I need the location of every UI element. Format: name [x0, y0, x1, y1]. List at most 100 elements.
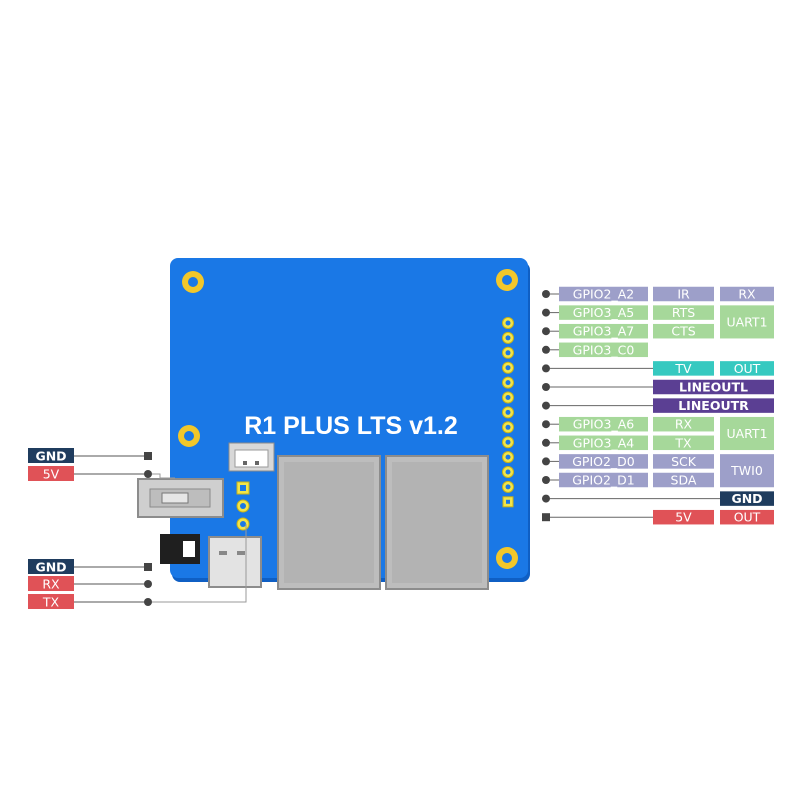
- group-label: OUT: [734, 510, 761, 525]
- gpio-label-bg: [559, 454, 648, 469]
- pin-dot: [542, 308, 550, 317]
- pin-dot: [542, 457, 550, 466]
- board-title: R1 PLUS LTS v1.2: [244, 412, 458, 440]
- group-label: OUT: [734, 361, 761, 376]
- pin-square-marker: [144, 563, 152, 571]
- pin-row: LINEOUTR: [542, 398, 774, 413]
- function-label: LINEOUTL: [679, 380, 748, 395]
- left-pin-tx: TX: [28, 524, 247, 610]
- pin-label-bg: [28, 559, 74, 574]
- gpio-label: GPIO3_A6: [573, 417, 635, 432]
- pin-dot: [542, 494, 550, 503]
- pin-dot: [144, 470, 152, 478]
- left-pin-gnd-top: GND: [28, 448, 152, 464]
- pin-dot: [144, 598, 152, 606]
- function-label-bg: [653, 286, 714, 302]
- pin-row: GPIO3_A4 TX: [542, 435, 714, 450]
- pin-dot: [542, 383, 550, 391]
- gpio-label: GPIO2_A2: [573, 287, 634, 302]
- left-pin-gnd-debug: GND: [28, 559, 152, 575]
- gpio-label: GPIO3_A5: [573, 305, 634, 320]
- pin-dot: [542, 290, 550, 298]
- left-pin-5v: 5V: [28, 466, 175, 482]
- function-label: TX: [674, 435, 692, 450]
- gpio-label: GPIO2_D0: [572, 454, 635, 469]
- pin-row: GPIO3_C0: [542, 342, 648, 357]
- group-label: UART1: [726, 426, 767, 441]
- gpio-label-bg: [559, 305, 648, 320]
- function-label-bg: [653, 305, 714, 320]
- function-label: CTS: [671, 324, 695, 339]
- gpio-label: GPIO3_A4: [573, 435, 635, 450]
- gpio-label-bg: [559, 472, 648, 488]
- pin-dot: [542, 476, 550, 484]
- pin-label: GND: [35, 560, 66, 575]
- left-pin-labels: GND 5V GND RX TX: [28, 448, 247, 610]
- function-label: SCK: [671, 454, 697, 469]
- pin-row: TV OUT: [542, 361, 774, 376]
- pin-row: GPIO2_D0 SCK TWI0: [542, 454, 774, 488]
- group-label-bg: [720, 416, 774, 451]
- function-label: RTS: [672, 305, 695, 320]
- gpio-label-bg: [559, 323, 648, 339]
- gpio-label: GPIO2_D1: [572, 473, 635, 488]
- function-label-bg: [653, 361, 714, 376]
- pin-square-marker: [542, 513, 550, 522]
- pin-dot: [144, 580, 152, 588]
- gpio-label: GPIO3_A7: [573, 324, 634, 339]
- pin-dot: [542, 345, 550, 354]
- group-label: RX: [738, 287, 756, 302]
- pin-square-marker: [144, 452, 152, 460]
- pin-row: LINEOUTL: [542, 380, 774, 395]
- pin-label-bg: [28, 576, 74, 591]
- pin-label-bg: [28, 594, 74, 609]
- function-label: TV: [674, 361, 692, 376]
- pin-row: 5V OUT: [542, 510, 774, 525]
- pin-label: GND: [35, 449, 66, 464]
- gpio-header: [502, 317, 514, 508]
- pin-label: TX: [42, 595, 60, 610]
- group-label: GND: [731, 491, 762, 506]
- pin-label-bg: [28, 448, 74, 463]
- pin-label-bg: [28, 466, 74, 481]
- group-label-bg: [720, 491, 774, 506]
- group-label-bg: [720, 509, 774, 525]
- group-label-bg: [720, 361, 774, 376]
- function-label: SDA: [671, 473, 697, 488]
- group-label: UART1: [726, 314, 767, 329]
- function-label-bg: [653, 379, 774, 395]
- function-label-bg: [653, 416, 714, 432]
- function-label: LINEOUTR: [678, 398, 749, 413]
- gpio-label-bg: [559, 342, 648, 358]
- gpio-label-bg: [559, 286, 648, 302]
- gpio-label: GPIO3_C0: [573, 342, 635, 357]
- pin-label: RX: [42, 577, 60, 592]
- pin-label: 5V: [43, 467, 60, 482]
- pin-dot: [542, 364, 550, 373]
- pin-row: GPIO3_A5 RTS UART1: [542, 305, 774, 339]
- group-label: TWI0: [730, 463, 763, 478]
- group-label-bg: [720, 286, 774, 302]
- pin-dot: [542, 327, 550, 336]
- board: R1 PLUS LTS v1.2: [137, 258, 530, 590]
- pin-dot: [542, 401, 550, 410]
- pin-dot: [542, 420, 550, 429]
- function-label: IR: [677, 287, 690, 302]
- pin-row: GPIO3_A7 CTS: [542, 324, 714, 339]
- left-pin-rx: RX: [28, 576, 152, 592]
- function-label-bg: [653, 472, 714, 488]
- pin-row: GPIO2_D1 SDA: [542, 473, 714, 488]
- gpio-label-bg: [559, 435, 648, 451]
- function-label-bg: [653, 323, 714, 339]
- pin-row: GPIO2_A2 IR RX: [542, 287, 774, 302]
- group-label-bg: [720, 305, 774, 339]
- gpio-label-bg: [559, 416, 648, 432]
- function-label: 5V: [675, 510, 692, 525]
- function-label-bg: [653, 398, 774, 413]
- function-label-bg: [653, 509, 714, 525]
- pin-dot: [542, 438, 550, 447]
- function-label-bg: [653, 435, 714, 451]
